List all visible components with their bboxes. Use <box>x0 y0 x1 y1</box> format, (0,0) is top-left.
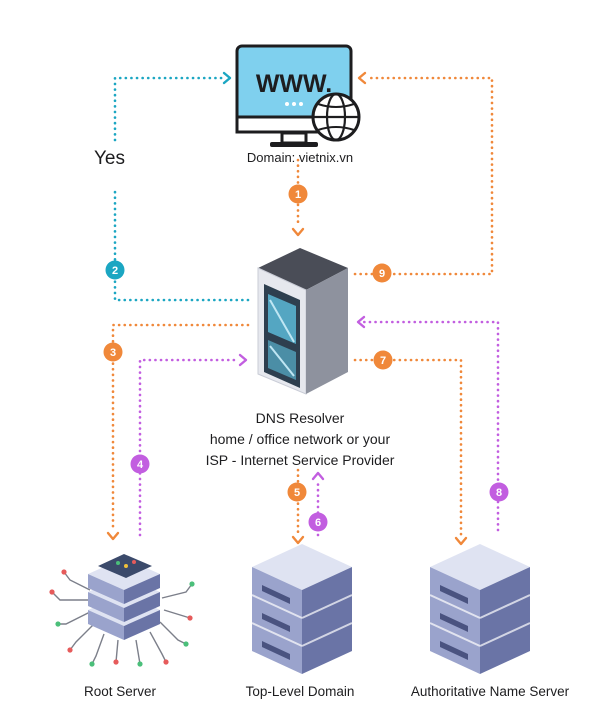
svg-text:3: 3 <box>110 347 116 359</box>
arrowhead-3 <box>106 531 120 541</box>
arrowhead-4 <box>238 353 248 367</box>
svg-text:9: 9 <box>379 268 385 280</box>
arrow-step-4 <box>138 358 240 537</box>
step-badge-8: 8 <box>489 482 509 502</box>
step-badge-4: 4 <box>130 454 150 474</box>
arrowhead-6 <box>311 471 325 481</box>
yes-label: Yes <box>94 148 125 169</box>
step-badge-6: 6 <box>308 512 328 532</box>
arrow-step-8 <box>360 320 500 532</box>
svg-text:7: 7 <box>380 355 386 367</box>
arrowhead-5 <box>291 535 305 545</box>
step-badge-7: 7 <box>373 350 393 370</box>
arrowhead-1 <box>291 227 305 237</box>
svg-text:5: 5 <box>294 487 300 499</box>
authoritative-server-icon <box>429 544 531 674</box>
arrowhead-8 <box>356 315 366 329</box>
svg-text:2: 2 <box>112 265 118 277</box>
arrow-step-3 <box>111 323 250 532</box>
domain-label: Domain: vietnix.vn <box>246 150 354 165</box>
dns-resolver-line-3: ISP - Internet Service Provider <box>205 452 395 468</box>
step-badge-3: 3 <box>103 342 123 362</box>
step-badge-1: 1 <box>288 184 308 204</box>
authoritative-server-label: Authoritative Name Server <box>410 684 570 699</box>
tld-label: Top-Level Domain <box>245 684 355 699</box>
step-badge-9: 9 <box>372 263 392 283</box>
step-badge-2: 2 <box>105 260 125 280</box>
tld-server-icon <box>251 544 353 674</box>
computer-globe-icon: WWW. <box>235 44 361 147</box>
arrow-step-9 <box>353 76 494 276</box>
dns-resolver-rack-icon <box>257 248 348 395</box>
dns-resolver-caption: DNS Resolver home / office network or yo… <box>150 408 450 471</box>
dns-resolver-line-2: home / office network or your <box>209 431 391 447</box>
svg-text:4: 4 <box>137 459 144 471</box>
root-server-label: Root Server <box>83 684 157 699</box>
arrowhead-yes <box>222 71 232 85</box>
arrow-yes-to-computer <box>113 76 228 142</box>
globe-icon <box>311 92 361 142</box>
arrowhead-9 <box>357 71 367 85</box>
dns-resolver-title: DNS Resolver <box>255 410 345 426</box>
arrowhead-7 <box>454 536 468 546</box>
svg-text:6: 6 <box>315 517 321 529</box>
svg-text:WWW.: WWW. <box>256 70 332 98</box>
step-badge-5: 5 <box>287 482 307 502</box>
root-server-icon <box>49 554 195 667</box>
svg-text:8: 8 <box>496 487 502 499</box>
svg-text:1: 1 <box>295 189 301 201</box>
arrow-step-2 <box>113 186 250 302</box>
arrow-step-7 <box>353 358 463 537</box>
